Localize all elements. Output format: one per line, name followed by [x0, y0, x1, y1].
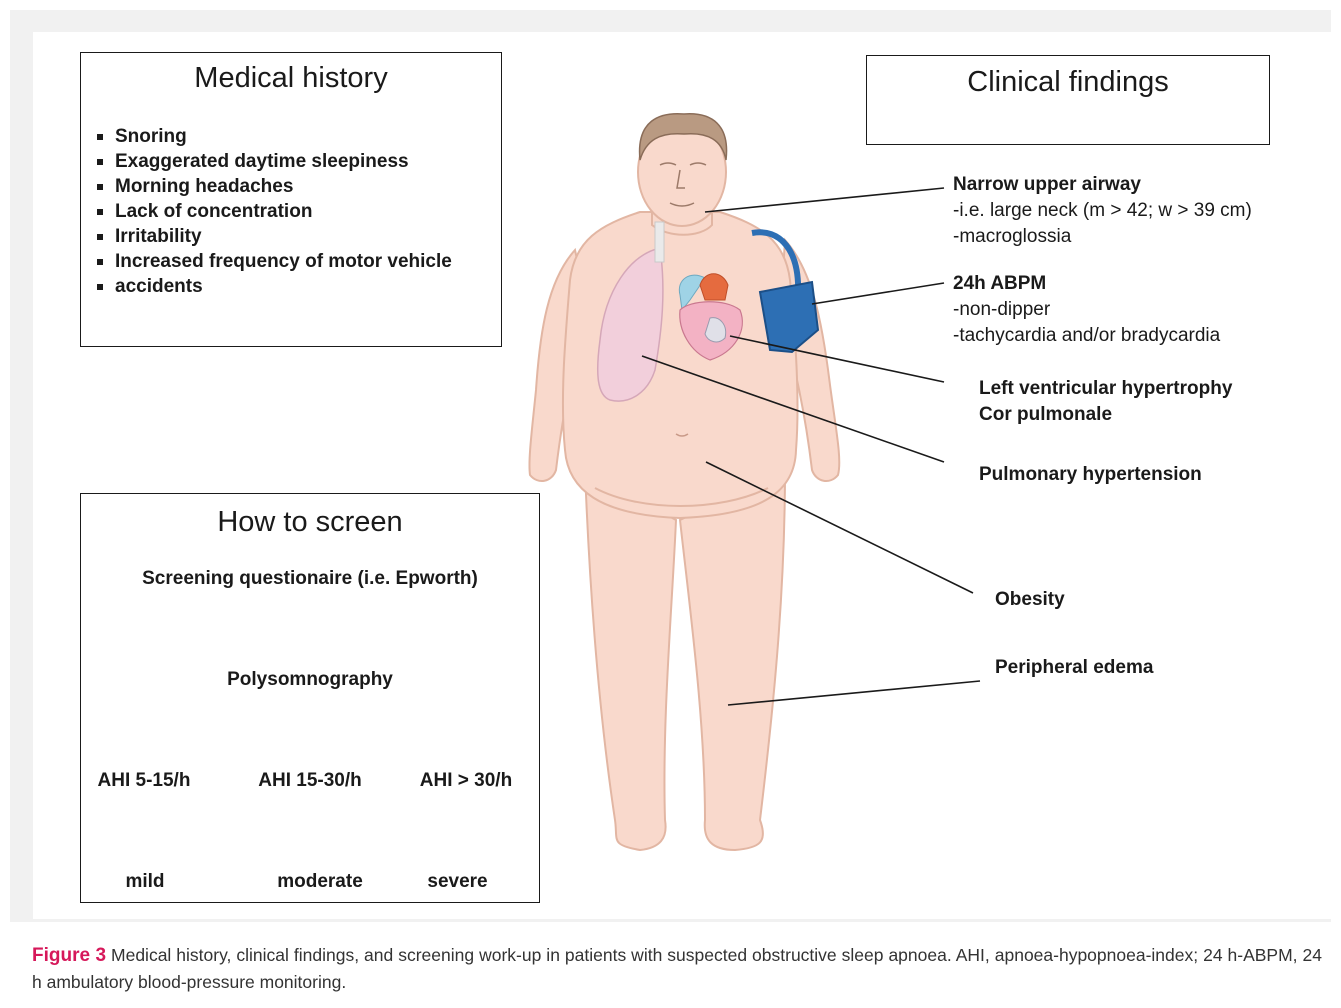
history-item-irritability: Irritability: [95, 224, 452, 249]
finding-pulmonary-hypertension: Pulmonary hypertension: [979, 464, 1202, 486]
body-figure: [529, 118, 839, 850]
figure-label: Figure 3: [32, 945, 106, 966]
screen-polysomnography: Polysomnography: [160, 669, 460, 691]
screen-ahi-moderate-range: AHI 15-30/h: [240, 770, 380, 792]
screen-severity-severe: severe: [405, 871, 510, 893]
medical-history-box: Medical history Snoring Exaggerated dayt…: [80, 52, 502, 347]
how-to-screen-title: How to screen: [81, 506, 539, 539]
screen-severity-mild: mild: [100, 871, 190, 893]
finding-airway-title: Narrow upper airway: [953, 174, 1141, 196]
figure-caption: Figure 3 Medical history, clinical findi…: [32, 942, 1322, 996]
caption-text: Medical history, clinical findings, and …: [32, 945, 1322, 992]
history-item-snoring: Snoring: [95, 124, 452, 149]
history-item-accidents-cont: accidents: [95, 274, 452, 299]
finding-airway-line1: -i.e. large neck (m > 42; w > 39 cm): [953, 200, 1252, 222]
finding-abpm-line1: -non-dipper: [953, 299, 1050, 321]
trachea: [655, 222, 664, 262]
finding-peripheral-edema: Peripheral edema: [995, 657, 1153, 679]
screen-severity-moderate: moderate: [260, 871, 380, 893]
clinical-findings-title: Clinical findings: [867, 66, 1269, 99]
history-item-concentration: Lack of concentration: [95, 199, 452, 224]
history-item-accidents: Increased frequency of motor vehicle: [95, 249, 452, 274]
finding-lvh: Left ventricular hypertrophy: [979, 378, 1232, 400]
finding-abpm-title: 24h ABPM: [953, 273, 1046, 295]
finding-cor-pulmonale: Cor pulmonale: [979, 404, 1112, 426]
pointer-airway: [705, 188, 944, 212]
how-to-screen-box: How to screen: [80, 493, 540, 903]
medical-history-title: Medical history: [81, 62, 501, 95]
history-item-headaches: Morning headaches: [95, 174, 452, 199]
finding-obesity: Obesity: [995, 589, 1065, 611]
screen-questionnaire: Screening questionaire (i.e. Epworth): [110, 568, 510, 590]
screen-ahi-mild-range: AHI 5-15/h: [80, 770, 208, 792]
history-item-sleepiness: Exaggerated daytime sleepiness: [95, 149, 452, 174]
screen-ahi-severe-range: AHI > 30/h: [400, 770, 532, 792]
medical-history-list: Snoring Exaggerated daytime sleepiness M…: [95, 124, 452, 299]
finding-abpm-line2: -tachycardia and/or bradycardia: [953, 325, 1220, 347]
pointer-abpm: [812, 283, 944, 304]
finding-airway-line2: -macroglossia: [953, 226, 1071, 248]
clinical-findings-box: Clinical findings: [866, 55, 1270, 145]
